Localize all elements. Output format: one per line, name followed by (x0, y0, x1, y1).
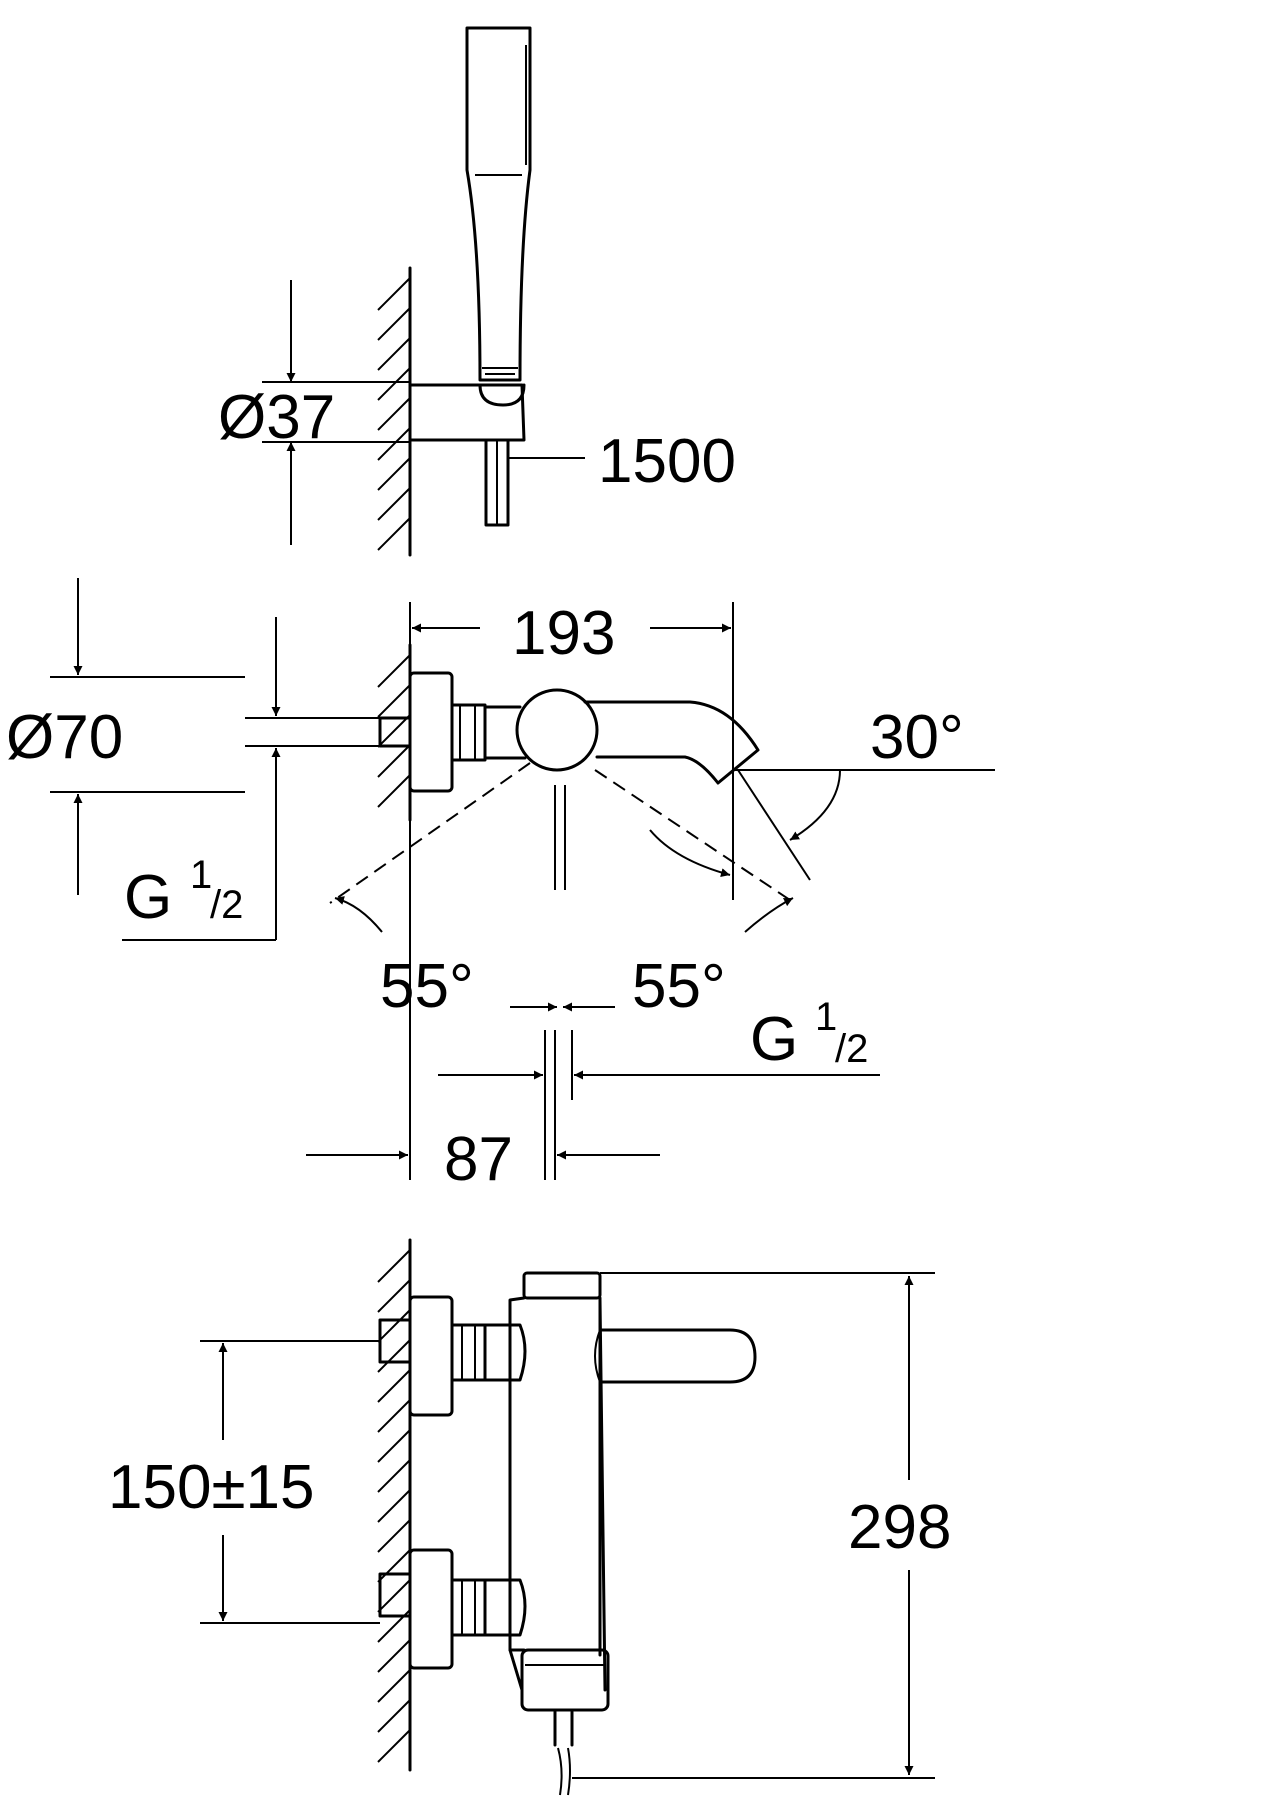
dim-rosette-diameter: Ø70 (6, 578, 245, 895)
dim-outlet-offset: 87 (306, 820, 660, 1194)
upper-inlet (378, 1295, 527, 1417)
hand-shower-view: Ø37 1500 (218, 26, 736, 557)
dim-thread-right: G 1 /2 (438, 995, 880, 1180)
swivel-line-right (594, 769, 791, 901)
outlet-stream (553, 1710, 574, 1796)
wall-holder (408, 383, 526, 527)
dim-spout-angle: 30° (649, 703, 995, 881)
dim-label-right-swivel: 55° (632, 952, 726, 1021)
thread-right-numerator: 1 (815, 995, 837, 1039)
dim-thread-left: G 1 /2 (122, 617, 380, 941)
dim-label-overall-height: 298 (848, 1493, 951, 1562)
thread-left-base: G (124, 863, 172, 932)
dim-label-spout-angle: 30° (870, 703, 964, 772)
hand-shower (465, 26, 532, 382)
dim-label-hose-length: 1500 (598, 427, 736, 496)
dim-swivel-angles: 55° 55° (334, 896, 794, 1021)
dim-label-outlet-offset: 87 (444, 1125, 513, 1194)
dim-label-left-swivel: 55° (380, 952, 474, 1021)
dim-label-holder-diameter: Ø37 (218, 383, 335, 452)
thread-left-denominator: /2 (210, 883, 243, 927)
thread-left-numerator: 1 (190, 853, 212, 897)
dim-label-inlet-spacing: 150±15 (108, 1453, 314, 1522)
dim-label-rosette-diameter: Ø70 (6, 703, 123, 772)
mixer-body (508, 1271, 757, 1712)
dim-hose-holder-diameter: Ø37 (218, 280, 410, 545)
thread-right-base: G (750, 1005, 798, 1074)
lower-inlet (378, 1548, 527, 1670)
swivel-line-left (329, 762, 531, 904)
front-view: 150±15 298 (108, 1238, 951, 1796)
mixer-top-outline (378, 671, 760, 890)
top-view: 193 Ø70 G 1 /2 30° (6, 578, 995, 1194)
dim-overall-depth: 193 (409, 599, 734, 900)
wall-hatching-top (377, 266, 412, 557)
dim-label-overall-depth: 193 (512, 599, 615, 668)
dim-overall-height: 298 (572, 1272, 951, 1779)
dim-inlet-spacing: 150±15 (108, 1340, 380, 1624)
thread-right-denominator: /2 (835, 1027, 868, 1071)
dim-hose-length: 1500 (508, 427, 736, 496)
